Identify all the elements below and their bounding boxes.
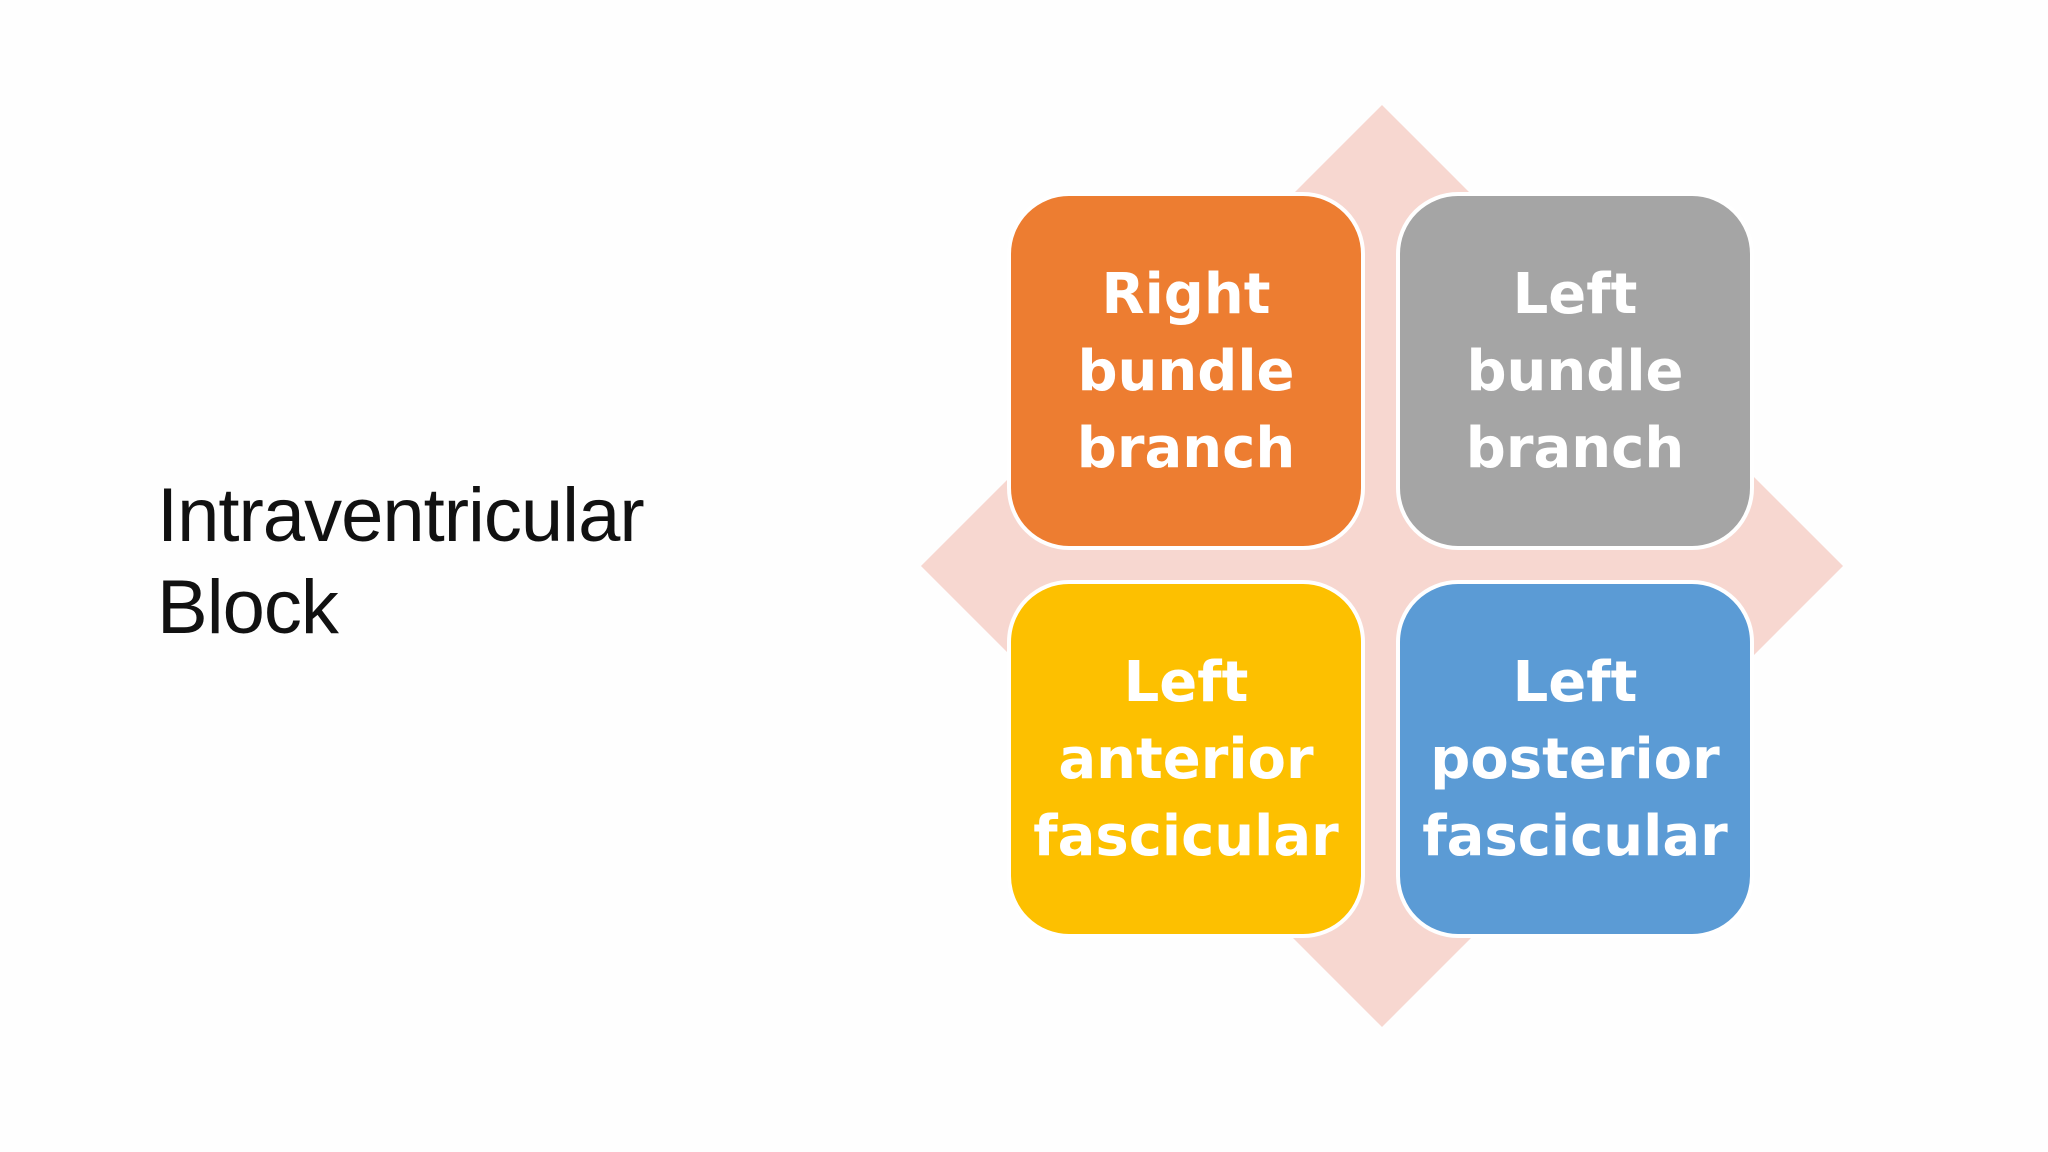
tile-label: Left anterior fascicular	[1033, 644, 1339, 875]
tile-label-line: Left	[1123, 649, 1249, 715]
slide-title: Intraventricular Block	[157, 470, 877, 654]
tile-left-posterior-fascicular: Left posterior fascicular	[1396, 580, 1754, 938]
tile-label: Left posterior fascicular	[1422, 644, 1728, 875]
title-line-2: Block	[157, 565, 339, 650]
tile-right-bundle-branch: Right bundle branch	[1007, 192, 1365, 550]
tile-left-anterior-fascicular: Left anterior fascicular	[1007, 580, 1365, 938]
tile-label-line: fascicular	[1033, 803, 1339, 869]
tile-label-line: Left	[1512, 261, 1638, 327]
tile-label-line: branch	[1076, 415, 1296, 481]
tile-label-line: Right	[1101, 261, 1271, 327]
tile-label: Right bundle branch	[1077, 256, 1295, 487]
tile-label-line: bundle	[1077, 338, 1295, 404]
tile-label-line: bundle	[1466, 338, 1684, 404]
tile-label-line: fascicular	[1422, 803, 1728, 869]
tile-label-line: anterior	[1058, 726, 1314, 792]
tile-label-line: posterior	[1430, 726, 1720, 792]
tile-label-line: branch	[1465, 415, 1685, 481]
tile-label: Left bundle branch	[1466, 256, 1684, 487]
title-line-1: Intraventricular	[157, 473, 645, 558]
tile-left-bundle-branch: Left bundle branch	[1396, 192, 1754, 550]
tile-label-line: Left	[1512, 649, 1638, 715]
